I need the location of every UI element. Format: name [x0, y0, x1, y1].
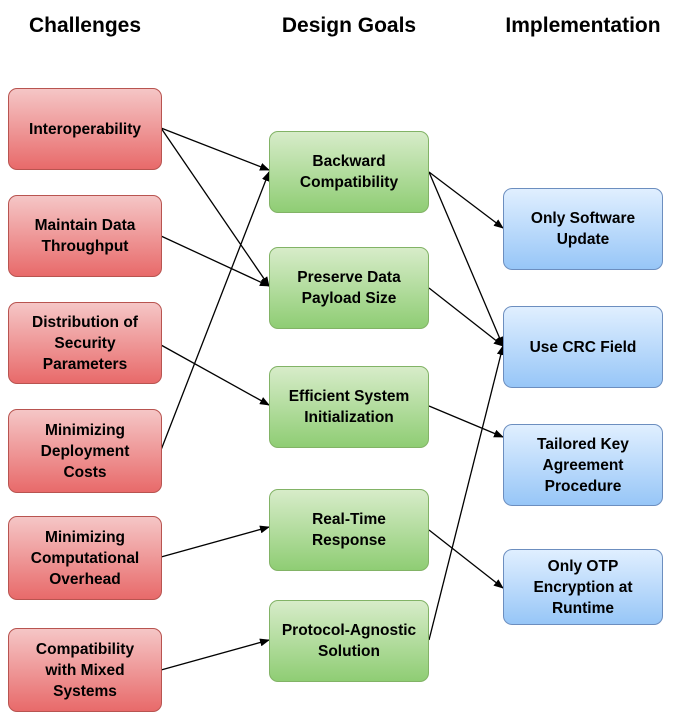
challenge-minimizing-computational-overhead: Minimizing Computational Overhead	[8, 516, 162, 600]
design-goal-protocol-agnostic-solution: Protocol-Agnostic Solution	[269, 600, 429, 682]
column-title-challenges: Challenges	[28, 14, 142, 37]
arrow-real-time-to-otp-encryption	[428, 529, 504, 589]
challenge-minimizing-deployment-costs: Minimizing Deployment Costs	[8, 409, 162, 493]
arrow-throughput-to-preserve-data-payload	[160, 235, 270, 287]
column-title-implementation: Implementation	[505, 14, 661, 37]
arrow-computational-overhead-to-real-time	[160, 525, 270, 558]
arrow-deployment-costs-to-backward-compatibility	[160, 171, 270, 451]
arrow-security-parameters-to-efficient-initialization	[160, 344, 270, 406]
challenge-interoperability: Interoperability	[8, 88, 162, 170]
arrow-backward-compatibility-to-software-update	[428, 171, 504, 229]
arrow-mixed-systems-to-protocol-agnostic	[160, 638, 270, 671]
arrow-preserve-payload-to-crc-field	[428, 287, 504, 347]
arrow-interoperability-to-preserve-data-payload	[160, 127, 270, 287]
challenge-compatibility-with-mixed-systems: Compatibility with Mixed Systems	[8, 628, 162, 712]
implementation-tailored-key-agreement-procedure: Tailored Key Agreement Procedure	[503, 424, 663, 506]
design-goal-preserve-data-payload-size: Preserve Data Payload Size	[269, 247, 429, 329]
implementation-only-otp-encryption-at-runtime: Only OTP Encryption at Runtime	[503, 549, 663, 625]
challenge-distribution-of-security-parameters: Distribution of Security Parameters	[8, 302, 162, 384]
column-title-design-goals: Design Goals	[281, 14, 417, 37]
challenge-maintain-data-throughput: Maintain Data Throughput	[8, 195, 162, 277]
design-goal-backward-compatibility: Backward Compatibility	[269, 131, 429, 213]
implementation-use-crc-field: Use CRC Field	[503, 306, 663, 388]
arrow-efficient-initialization-to-key-agreement	[428, 405, 504, 438]
arrow-protocol-agnostic-to-crc-field	[428, 345, 505, 641]
arrow-backward-compatibility-to-crc-field	[428, 171, 504, 347]
arrow-interoperability-to-backward-compatibility	[160, 127, 270, 171]
implementation-only-software-update: Only Software Update	[503, 188, 663, 270]
design-goal-real-time-response: Real-Time Response	[269, 489, 429, 571]
design-goal-efficient-system-initialization: Efficient System Initialization	[269, 366, 429, 448]
